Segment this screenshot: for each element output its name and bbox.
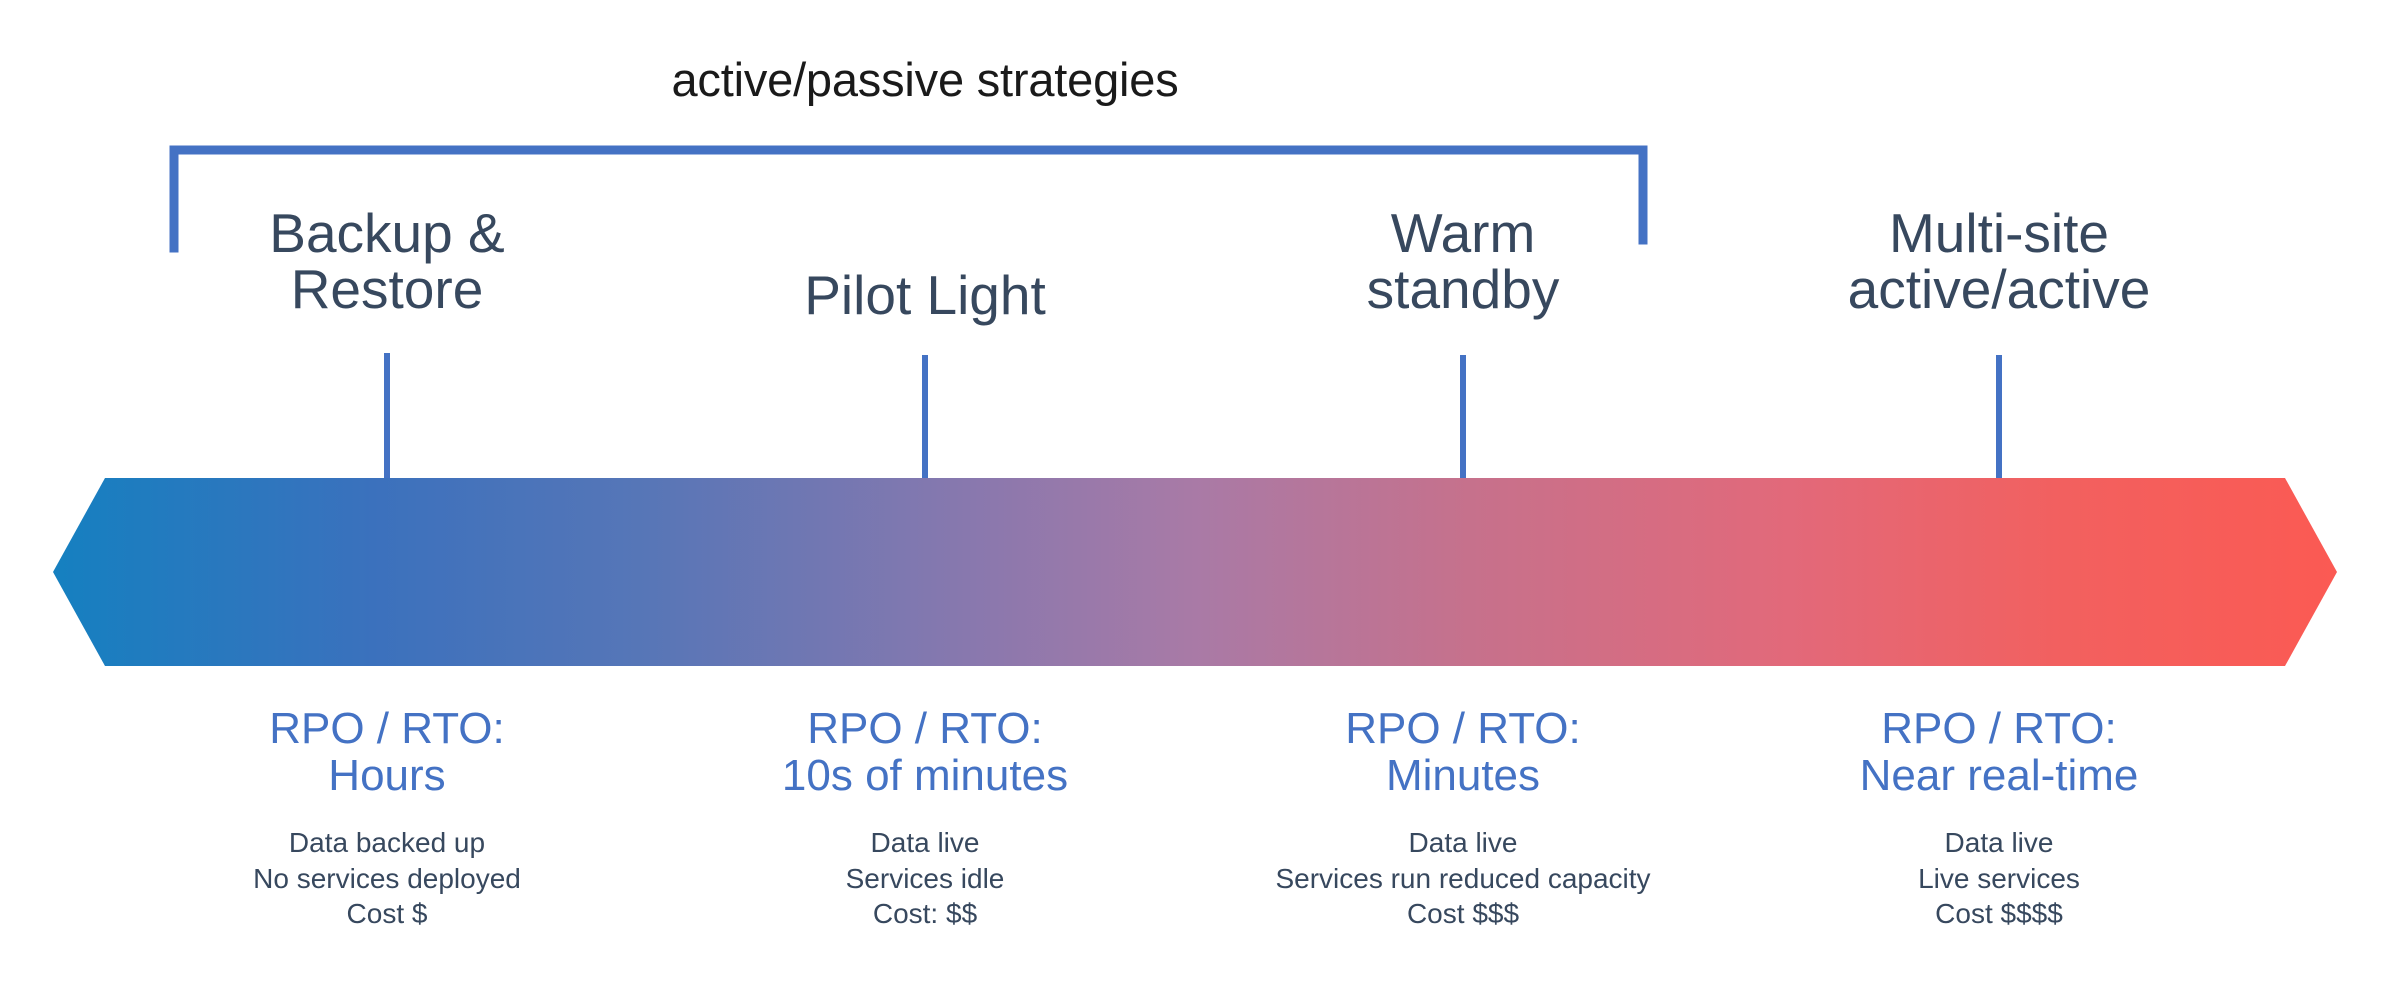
- rpo-rto-label: RPO / RTO:: [1881, 704, 2117, 753]
- attributes-warm-standby: Data live Services run reduced capacity …: [1275, 825, 1650, 931]
- attributes-multi-site: Data live Live services Cost $$$$: [1860, 825, 2139, 931]
- rpo-rto-pilot-light: RPO / RTO: 10s of minutes: [781, 704, 1069, 800]
- metric-block-warm-standby: RPO / RTO: Minutes Data live Services ru…: [1275, 704, 1650, 931]
- attribute-item: Data backed up: [288, 827, 486, 859]
- rpo-rto-value: Minutes: [1385, 750, 1541, 800]
- strategy-label-multi-site: Multi-site active/active: [1848, 205, 2151, 317]
- attribute-item: Cost $: [346, 897, 428, 929]
- rpo-rto-value: 10s of minutes: [781, 750, 1069, 800]
- strategy-name-line1: Pilot Light: [804, 264, 1046, 326]
- active-passive-group-caption: active/passive strategies: [671, 53, 1179, 106]
- attribute-item: No services deployed: [253, 862, 521, 894]
- attributes-backup-restore: Data backed up No services deployed Cost…: [253, 825, 521, 931]
- connector-line-warm-standby: [1460, 355, 1466, 563]
- strategy-name-line2: Restore: [290, 258, 484, 321]
- attribute-item: Live services: [1918, 862, 2080, 894]
- attribute-item: Services run reduced capacity: [1275, 862, 1651, 894]
- spectrum-arrow-shape: [53, 478, 2337, 666]
- attribute-item: Cost $$$$: [1935, 897, 2063, 929]
- rpo-rto-value: Near real-time: [1859, 750, 2139, 800]
- bracket-path: [169, 145, 1648, 253]
- rpo-rto-label: RPO / RTO:: [1345, 704, 1581, 753]
- attribute-item: Services idle: [845, 862, 1005, 894]
- attributes-pilot-light: Data live Services idle Cost: $$: [782, 825, 1068, 931]
- strategy-label-warm-standby: Warm standby: [1367, 205, 1560, 317]
- strategy-name-line2: standby: [1366, 258, 1560, 321]
- cost-recovery-spectrum-bar: [53, 478, 2337, 666]
- strategy-name-line1: Backup &: [269, 202, 505, 264]
- strategy-label-backup-restore: Backup & Restore: [269, 205, 504, 317]
- strategy-name-line1: Warm: [1390, 202, 1536, 264]
- rpo-rto-label: RPO / RTO:: [807, 704, 1043, 753]
- rpo-rto-warm-standby: RPO / RTO: Minutes: [1275, 704, 1650, 800]
- connector-line-multi-site: [1996, 355, 2002, 563]
- rpo-rto-multi-site: RPO / RTO: Near real-time: [1859, 704, 2139, 800]
- metric-block-multi-site: RPO / RTO: Near real-time Data live Live…: [1859, 704, 2139, 931]
- attribute-item: Data live: [1408, 827, 1518, 859]
- attribute-item: Cost $$$: [1406, 897, 1520, 929]
- strategy-name-line1: Multi-site: [1888, 202, 2110, 264]
- active-passive-group-bracket: [169, 145, 1648, 253]
- connector-line-backup-restore: [384, 353, 390, 563]
- metric-block-pilot-light: RPO / RTO: 10s of minutes Data live Serv…: [781, 704, 1069, 931]
- connector-line-pilot-light: [922, 355, 928, 563]
- metric-block-backup-restore: RPO / RTO: Hours Data backed up No servi…: [253, 704, 521, 931]
- rpo-rto-value: Hours: [328, 750, 446, 800]
- rpo-rto-backup-restore: RPO / RTO: Hours: [253, 704, 521, 800]
- rpo-rto-label: RPO / RTO:: [269, 704, 505, 753]
- attribute-item: Cost: $$: [872, 897, 978, 929]
- strategy-label-pilot-light: Pilot Light: [804, 267, 1046, 323]
- attribute-item: Data live: [1944, 827, 2054, 859]
- attribute-item: Data live: [870, 827, 980, 859]
- strategy-name-line2: active/active: [1847, 258, 2151, 321]
